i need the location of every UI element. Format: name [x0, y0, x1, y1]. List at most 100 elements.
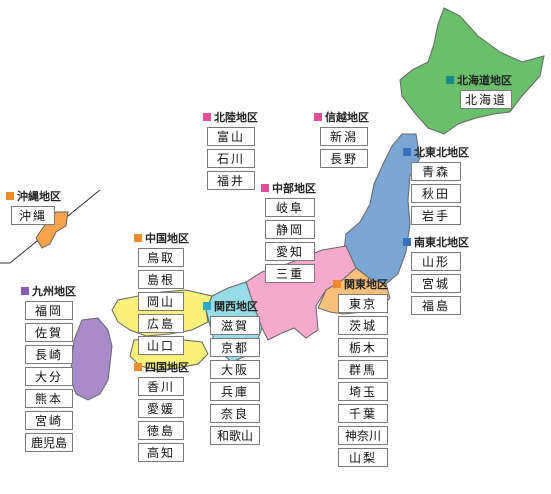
prefecture-mie[interactable]: 三重: [265, 264, 315, 283]
prefecture-hyogo[interactable]: 兵庫: [210, 382, 260, 401]
region-hokuriku: 北陸地区 富山 石川 福井: [203, 110, 258, 190]
region-marker-icon: [203, 113, 211, 121]
region-title-minami-tohoku: 南東北地区: [403, 235, 469, 249]
region-marker-icon: [333, 280, 341, 288]
prefecture-aichi[interactable]: 愛知: [265, 242, 315, 261]
prefecture-fukui[interactable]: 福井: [207, 171, 255, 190]
prefecture-list-kita-tohoku: 青森 秋田 岩手: [411, 162, 469, 225]
prefecture-list-shikoku: 香川 愛媛 徳島 高知: [138, 377, 189, 462]
prefecture-tottori[interactable]: 鳥取: [138, 248, 184, 267]
prefecture-list-okinawa: 沖縄: [11, 206, 61, 225]
prefecture-kumamoto[interactable]: 熊本: [25, 389, 73, 408]
prefecture-list-chugoku: 鳥取 島根 岡山 広島 山口: [138, 248, 189, 355]
prefecture-fukushima[interactable]: 福島: [411, 296, 461, 315]
prefecture-shimane[interactable]: 島根: [138, 270, 184, 289]
region-marker-icon: [21, 287, 29, 295]
prefecture-list-kansai: 滋賀 京都 大阪 兵庫 奈良 和歌山: [210, 316, 260, 445]
region-title-shikoku: 四国地区: [134, 360, 189, 374]
okinawa-separator-line: [0, 189, 101, 264]
region-title-hokkaido: 北海道地区: [446, 73, 512, 87]
region-title-okinawa: 沖縄地区: [6, 189, 61, 203]
prefecture-toyama[interactable]: 富山: [207, 127, 255, 146]
region-marker-icon: [446, 76, 454, 84]
prefecture-list-hokuriku: 富山 石川 福井: [207, 127, 258, 190]
prefecture-yamagata[interactable]: 山形: [411, 252, 461, 271]
prefecture-miyagi[interactable]: 宮城: [411, 274, 461, 293]
prefecture-tochigi[interactable]: 栃木: [338, 338, 388, 357]
prefecture-tokushima[interactable]: 徳島: [138, 421, 184, 440]
prefecture-kochi[interactable]: 高知: [138, 443, 184, 462]
prefecture-list-shinetsu: 新潟 長野: [320, 127, 369, 168]
region-okinawa: 沖縄地区 沖縄: [6, 189, 61, 225]
prefecture-yamaguchi[interactable]: 山口: [138, 336, 184, 355]
region-marker-icon: [314, 113, 322, 121]
prefecture-shiga[interactable]: 滋賀: [210, 316, 260, 335]
prefecture-fukuoka[interactable]: 福岡: [25, 301, 73, 320]
prefecture-ibaraki[interactable]: 茨城: [338, 316, 388, 335]
prefecture-nagano[interactable]: 長野: [320, 149, 368, 168]
region-title-hokuriku: 北陸地区: [203, 110, 258, 124]
region-marker-icon: [134, 234, 142, 242]
prefecture-list-minami-tohoku: 山形 宮城 福島: [411, 252, 469, 315]
kyushu-shape[interactable]: [69, 317, 113, 401]
region-kanto: 関東地区 東京 茨城 栃木 群馬 埼玉 千葉 神奈川 山梨: [333, 277, 388, 467]
prefecture-kagoshima[interactable]: 鹿児島: [25, 433, 73, 452]
region-marker-icon: [403, 148, 411, 156]
region-chugoku: 中国地区 鳥取 島根 岡山 広島 山口: [134, 231, 189, 355]
region-marker-icon: [203, 302, 211, 310]
prefecture-saga[interactable]: 佐賀: [25, 323, 73, 342]
region-kita-tohoku: 北東北地区 青森 秋田 岩手: [403, 145, 469, 225]
prefecture-list-kanto: 東京 茨城 栃木 群馬 埼玉 千葉 神奈川 山梨: [338, 294, 388, 467]
region-title-shinetsu: 信越地区: [314, 110, 369, 124]
prefecture-nagasaki[interactable]: 長崎: [25, 345, 73, 364]
region-marker-icon: [403, 238, 411, 246]
prefecture-gifu[interactable]: 岐阜: [265, 198, 315, 217]
region-title-chugoku: 中国地区: [134, 231, 189, 245]
prefecture-shizuoka[interactable]: 静岡: [265, 220, 315, 239]
region-shikoku: 四国地区 香川 愛媛 徳島 高知: [134, 360, 189, 462]
prefecture-oita[interactable]: 大分: [25, 367, 73, 386]
region-minami-tohoku: 南東北地区 山形 宮城 福島: [403, 235, 469, 315]
prefecture-gunma[interactable]: 群馬: [338, 360, 388, 379]
hokkaido-shape[interactable]: [399, 7, 545, 135]
prefecture-niigata[interactable]: 新潟: [320, 127, 368, 146]
region-marker-icon: [134, 363, 142, 371]
prefecture-osaka[interactable]: 大阪: [210, 360, 260, 379]
prefecture-iwate[interactable]: 岩手: [411, 206, 461, 225]
prefecture-ehime[interactable]: 愛媛: [138, 399, 184, 418]
prefecture-list-kyushu: 福岡 佐賀 長崎 大分 熊本 宮崎 鹿児島: [25, 301, 76, 452]
prefecture-list-chubu: 岐阜 静岡 愛知 三重: [265, 198, 316, 283]
prefecture-hiroshima[interactable]: 広島: [138, 314, 184, 333]
region-marker-icon: [6, 192, 14, 200]
prefecture-okayama[interactable]: 岡山: [138, 292, 184, 311]
okinawa-shape[interactable]: [35, 211, 69, 249]
prefecture-yamanashi[interactable]: 山梨: [338, 448, 388, 467]
prefecture-aomori[interactable]: 青森: [411, 162, 461, 181]
region-hokkaido: 北海道地区 北海道: [446, 73, 512, 109]
prefecture-miyazaki[interactable]: 宮崎: [25, 411, 73, 430]
region-shinetsu: 信越地区 新潟 長野: [314, 110, 369, 168]
region-title-kansai: 関西地区: [203, 299, 260, 313]
prefecture-okinawa[interactable]: 沖縄: [11, 206, 55, 225]
prefecture-nara[interactable]: 奈良: [210, 404, 260, 423]
prefecture-akita[interactable]: 秋田: [411, 184, 461, 203]
region-marker-icon: [261, 184, 269, 192]
prefecture-ishikawa[interactable]: 石川: [207, 149, 255, 168]
prefecture-saitama[interactable]: 埼玉: [338, 382, 388, 401]
region-title-kita-tohoku: 北東北地区: [403, 145, 469, 159]
prefecture-kagawa[interactable]: 香川: [138, 377, 184, 396]
region-title-chubu: 中部地区: [261, 181, 316, 195]
region-title-kanto: 関東地区: [333, 277, 388, 291]
region-title-kyushu: 九州地区: [21, 284, 76, 298]
prefecture-wakayama[interactable]: 和歌山: [210, 426, 260, 445]
prefecture-kyoto[interactable]: 京都: [210, 338, 260, 357]
prefecture-tokyo[interactable]: 東京: [338, 294, 388, 313]
prefecture-hokkaido[interactable]: 北海道: [460, 90, 512, 109]
region-kyushu: 九州地区 福岡 佐賀 長崎 大分 熊本 宮崎 鹿児島: [21, 284, 76, 452]
prefecture-chiba[interactable]: 千葉: [338, 404, 388, 423]
region-kansai: 関西地区 滋賀 京都 大阪 兵庫 奈良 和歌山: [203, 299, 260, 445]
prefecture-kanagawa[interactable]: 神奈川: [338, 426, 388, 445]
region-chubu: 中部地区 岐阜 静岡 愛知 三重: [261, 181, 316, 283]
prefecture-list-hokkaido: 北海道: [460, 90, 512, 109]
